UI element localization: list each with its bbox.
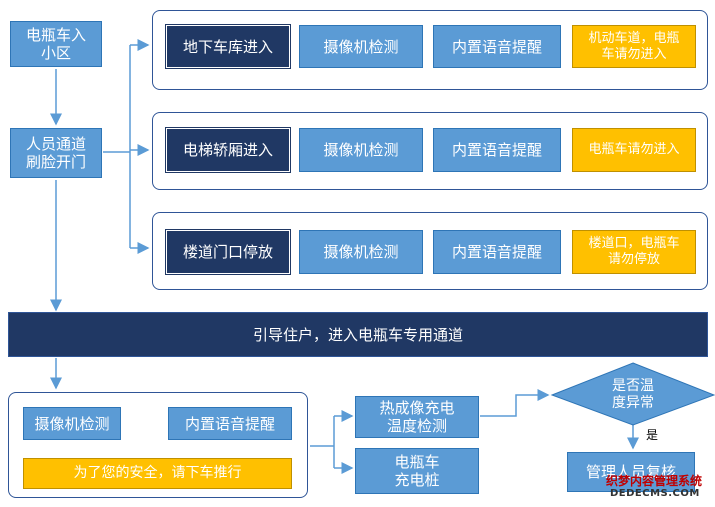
guide-banner: 引导住户，进入电瓶车专用通道 — [8, 312, 708, 357]
warning-node-3: 楼道口，电瓶车 请勿停放 — [572, 230, 696, 274]
camera-node-3: 摄像机检测 — [299, 230, 423, 274]
watermark-url: DEDECMS.COM — [610, 488, 700, 499]
watermark-text: 织梦内容管理系统 — [606, 474, 703, 488]
gate-node: 人员通道 刷脸开门 — [10, 128, 102, 178]
decision-label: 是否温 度异常 — [612, 378, 654, 411]
camera-node-2: 摄像机检测 — [299, 128, 423, 172]
arrow-thermal-to-decision — [480, 389, 550, 417]
manager-review-node: 管理人员复核 — [567, 452, 695, 492]
voice-node-3: 内置语音提醒 — [433, 230, 561, 274]
voice-node-2: 内置语音提醒 — [433, 128, 561, 172]
charging-pile-node: 电瓶车 充电桩 — [355, 448, 479, 494]
entry-node-3: 楼道门口停放 — [166, 230, 290, 274]
warning-node-1: 机动车道，电瓶 车请勿进入 — [572, 25, 696, 68]
voice-node-1: 内置语音提醒 — [433, 25, 561, 68]
bottom-camera-node: 摄像机检测 — [23, 407, 121, 440]
entry-node-1: 地下车库进入 — [166, 25, 290, 68]
warning-node-2: 电瓶车请勿进入 — [572, 128, 696, 172]
start-node: 电瓶车入 小区 — [10, 21, 102, 67]
entry-node-2: 电梯轿厢进入 — [166, 128, 290, 172]
camera-node-1: 摄像机检测 — [299, 25, 423, 68]
decision-diamond — [550, 362, 715, 426]
thermal-detection-node: 热成像充电 温度检测 — [355, 396, 479, 438]
yes-label: 是 — [646, 428, 659, 442]
bottom-voice-node: 内置语音提醒 — [168, 407, 292, 440]
safety-notice-node: 为了您的安全，请下车推行 — [23, 458, 292, 489]
